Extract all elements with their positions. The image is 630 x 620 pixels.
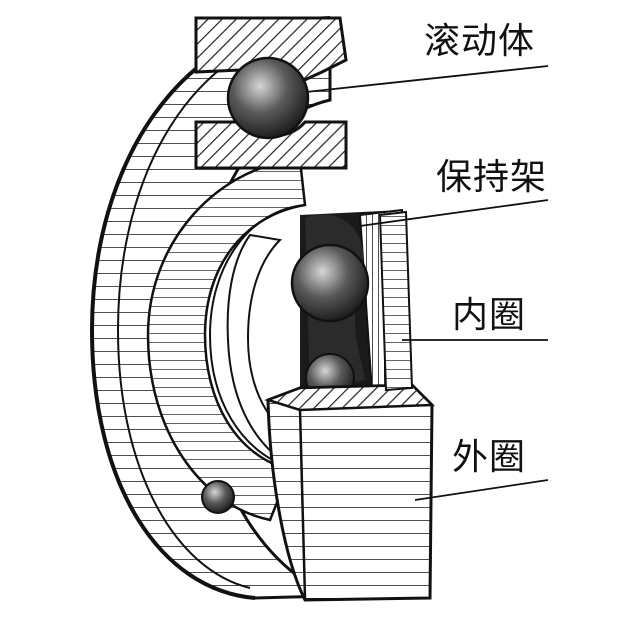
label-cage: 保持架 bbox=[436, 157, 548, 198]
inner-ring-edge bbox=[378, 210, 414, 392]
label-rolling-element: 滚动体 bbox=[424, 21, 536, 62]
ball-top bbox=[226, 56, 310, 140]
outer-ring-cut-face bbox=[264, 383, 435, 602]
ball-middle bbox=[290, 243, 370, 323]
label-inner-ring: 内圈 bbox=[452, 295, 527, 336]
label-outer-ring: 外圈 bbox=[452, 437, 527, 478]
ball-bottom-left bbox=[201, 480, 235, 514]
inner-ring-band bbox=[146, 158, 307, 522]
leader-lines bbox=[305, 65, 549, 501]
